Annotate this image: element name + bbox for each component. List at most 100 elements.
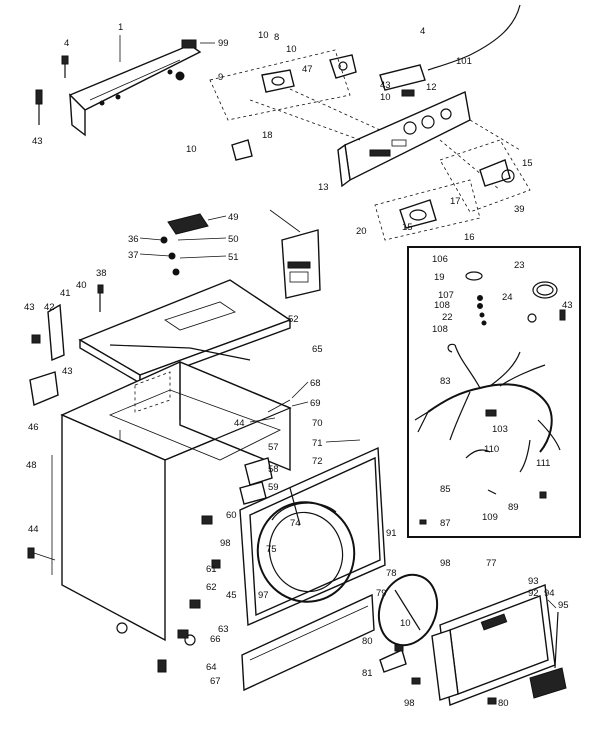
part-label-103: 103: [492, 424, 508, 435]
part-label-99: 99: [218, 38, 229, 49]
part-label-72: 72: [312, 456, 323, 467]
part-label-10b: 10: [286, 44, 297, 55]
part-label-70: 70: [312, 418, 323, 429]
side-clip-46: [29, 371, 59, 406]
cabinet: [51, 360, 292, 646]
part-label-83: 83: [440, 376, 451, 387]
part-label-74: 74: [290, 518, 301, 529]
part-label-98a: 98: [220, 538, 231, 549]
door-handle-95: [529, 611, 567, 699]
part-label-80b: 80: [498, 698, 509, 709]
part-label-93: 93: [528, 576, 539, 587]
bracket-40-41-42: [31, 303, 65, 362]
part-label-64: 64: [206, 662, 217, 673]
part-label-97: 97: [258, 590, 269, 601]
screw-43-top: [35, 89, 43, 125]
part-label-9: 9: [218, 72, 223, 83]
part-label-50: 50: [228, 234, 239, 245]
part-label-17: 17: [450, 196, 461, 207]
part-label-38: 38: [96, 268, 107, 279]
part-label-108b: 108: [432, 324, 448, 335]
leader-lines: [139, 215, 557, 609]
part-label-66: 66: [210, 634, 221, 645]
part-label-60: 60: [226, 510, 237, 521]
part-label-44a: 44: [234, 418, 245, 429]
part-label-94: 94: [544, 588, 555, 599]
part-label-43b: 43: [32, 136, 43, 147]
part-label-22: 22: [442, 312, 453, 323]
part-label-77: 77: [486, 558, 497, 569]
part-label-107: 107: [438, 290, 454, 301]
part-label-10a: 10: [258, 30, 269, 41]
part-label-10e: 10: [400, 618, 411, 629]
door-glass-79: [377, 573, 439, 647]
small-fasteners: [97, 236, 180, 312]
part-label-79: 79: [376, 588, 387, 599]
top-left-bracket: [68, 35, 215, 137]
part-label-71: 71: [312, 438, 323, 449]
part-label-4a: 4: [64, 38, 69, 49]
part-label-68: 68: [310, 378, 321, 389]
part-label-63: 63: [218, 624, 229, 635]
part-label-43a: 43: [380, 80, 391, 91]
part-label-108a: 108: [434, 300, 450, 311]
part-label-85: 85: [440, 484, 451, 495]
part-label-101: 101: [456, 56, 472, 67]
part-label-65: 65: [312, 344, 323, 355]
part-label-44b: 44: [28, 524, 39, 535]
part-label-37: 37: [128, 250, 139, 261]
part-label-18: 18: [262, 130, 273, 141]
part-label-51: 51: [228, 252, 239, 263]
part-label-48: 48: [26, 460, 37, 471]
front-panel: [239, 446, 386, 627]
part-label-10d: 10: [186, 144, 197, 155]
part-label-41: 41: [60, 288, 71, 299]
part-label-92: 92: [528, 588, 539, 599]
part-label-52: 52: [288, 314, 299, 325]
door-hinge-parts: [157, 399, 291, 673]
part-label-98b: 98: [440, 558, 451, 569]
part-label-59: 59: [268, 482, 279, 493]
wiring-inset: [407, 246, 581, 538]
part-label-106: 106: [432, 254, 448, 265]
part-label-15: 15: [522, 158, 533, 169]
part-label-16: 16: [464, 232, 475, 243]
part-label-19: 19: [434, 272, 445, 283]
part-label-81: 81: [362, 668, 373, 679]
part-label-98c: 98: [404, 698, 415, 709]
part-label-43e: 43: [562, 300, 573, 311]
screw-4-left: [61, 55, 69, 78]
control-bracket-parts: [231, 54, 515, 229]
part-label-23: 23: [514, 260, 525, 271]
part-label-62: 62: [206, 582, 217, 593]
part-label-42: 42: [44, 302, 55, 313]
toe-panel: [241, 593, 375, 692]
part-label-89: 89: [508, 502, 519, 513]
part-label-36: 36: [128, 234, 139, 245]
part-label-20: 20: [356, 226, 367, 237]
part-label-45: 45: [226, 590, 237, 601]
part-label-40: 40: [76, 280, 87, 291]
part-label-46: 46: [28, 422, 39, 433]
part-label-12: 12: [426, 82, 437, 93]
part-label-24: 24: [502, 292, 513, 303]
part-label-57: 57: [268, 442, 279, 453]
part-label-67: 67: [210, 676, 221, 687]
switch-bracket: [269, 209, 321, 299]
dashed-outline-control: [209, 49, 531, 241]
base-screws: [27, 547, 56, 561]
part-label-87: 87: [440, 518, 451, 529]
part-label-10c: 10: [380, 92, 391, 103]
door-latch-81: [379, 644, 497, 705]
part-label-49: 49: [228, 212, 239, 223]
part-label-109: 109: [482, 512, 498, 523]
part-label-1: 1: [118, 22, 123, 33]
door-assembly: [431, 584, 556, 706]
part-label-47: 47: [302, 64, 313, 75]
part-label-80a: 80: [362, 636, 373, 647]
part-label-8: 8: [274, 32, 279, 43]
part-label-43d: 43: [62, 366, 73, 377]
part-label-58: 58: [268, 464, 279, 475]
part-label-110: 110: [484, 444, 499, 455]
